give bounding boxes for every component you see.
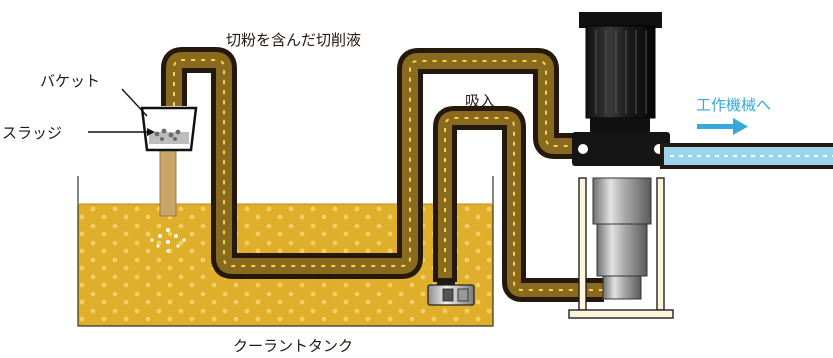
bucket-leader-line [121, 88, 148, 117]
pump-motor [585, 25, 656, 119]
sludge-particles [150, 228, 186, 253]
label-sludge: スラッジ [2, 124, 62, 142]
suction-strainer [427, 278, 475, 306]
label-suction: 吸入 [465, 92, 495, 110]
return-pipe-flow [166, 52, 574, 274]
suction-flow-arrows [444, 117, 604, 291]
label-to-machine: 工作機械へ [696, 96, 771, 114]
label-bucket: バケット [40, 72, 100, 90]
pump-stand [568, 177, 674, 319]
pump-head [572, 132, 670, 166]
bucket [140, 106, 198, 152]
suction-pipe [433, 106, 604, 302]
pump [572, 12, 670, 300]
sludge-leader-arrowhead [147, 128, 155, 136]
outlet-pipe [660, 143, 833, 169]
outlet-direction-arrow-icon [697, 118, 748, 135]
pump-motor-cap [579, 12, 662, 28]
label-tank: クーラントタンク [233, 337, 353, 355]
pump-casing [592, 177, 652, 225]
outlet-pipe-body [664, 147, 833, 165]
label-chip-fluid: 切粉を含んだ切削液 [226, 31, 361, 49]
return-pipe [161, 47, 574, 279]
tank-wall [77, 176, 494, 327]
